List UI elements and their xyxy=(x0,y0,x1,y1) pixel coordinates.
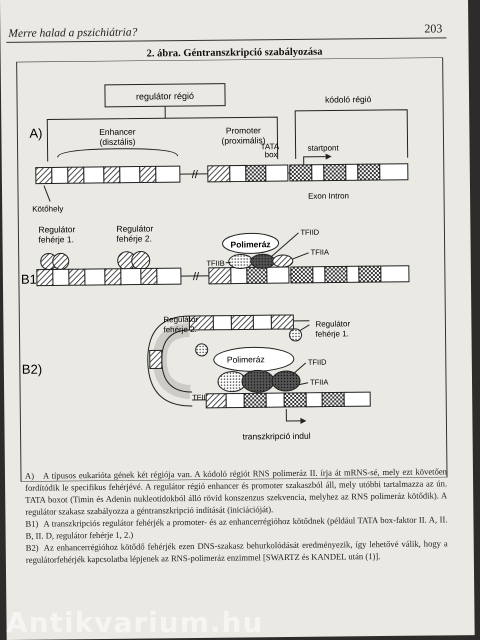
svg-text://: // xyxy=(193,271,200,283)
figure-legend: A)A típusos eukarióta gének két régiója … xyxy=(25,465,448,565)
panel-a-label: A) xyxy=(29,126,42,141)
panel-b1: Regulátor fehérje 1. Regulátor fehérje 2… xyxy=(21,223,410,287)
regulator-region-label: regulátor régió xyxy=(136,91,194,102)
tfiid-b2: TFIID xyxy=(308,358,327,367)
svg-text:(disztális): (disztális) xyxy=(99,137,135,147)
tfiia-b1: TFIIA xyxy=(311,248,329,257)
panel-b2: B2) Regulátor fehérje 2. Regulátor fehér… xyxy=(22,314,371,442)
exon-intron-label: Exon Intron xyxy=(308,191,349,200)
promoter-label: Promoter xyxy=(226,125,261,135)
legend-b2: B2)Az enhancerrégióhoz kötődő fehérjék e… xyxy=(25,538,448,565)
svg-text://: // xyxy=(192,169,199,181)
tfiib-b1: TFIIB xyxy=(206,259,224,268)
polymerase-b1: Polimeráz xyxy=(230,239,270,249)
reg-protein2-b2: Regulátor xyxy=(163,315,198,324)
polymerase-b2: Polimeráz xyxy=(227,354,265,364)
watermark: Antikvarium.hu xyxy=(6,606,264,639)
panel-a: A) regulátor régió kódoló régió Enhancer… xyxy=(29,83,409,214)
page-number: 203 xyxy=(424,21,443,36)
binding-site-label: Kötőhely xyxy=(32,204,63,213)
svg-text:fehérje 1.: fehérje 1. xyxy=(315,329,348,338)
tfiid-b1: TFIID xyxy=(300,228,319,237)
tfiia-b2: TFIIA xyxy=(310,378,328,387)
svg-text:box: box xyxy=(265,150,278,159)
coding-region-label: kódoló régió xyxy=(325,94,372,104)
svg-text:(proximális): (proximális) xyxy=(221,135,265,145)
running-title: Merre halad a pszichiátria? xyxy=(8,26,138,40)
figure-frame xyxy=(16,57,448,482)
svg-text:fehérje 1.: fehérje 1. xyxy=(38,234,74,244)
svg-text:fehérje 2.: fehérje 2. xyxy=(163,325,196,334)
reg-protein1-b1: Regulátor xyxy=(38,224,75,234)
tfiib-b2: TFIIB xyxy=(192,393,210,402)
panel-b1-label: B1) xyxy=(21,272,41,287)
gene-transcription-diagram: A) regulátor régió kódoló régió Enhancer… xyxy=(16,57,448,482)
startpoint-label: startpont xyxy=(308,143,340,152)
svg-text:fehérje 2.: fehérje 2. xyxy=(116,233,152,243)
legend-a: A)A típusos eukarióta gének két régiója … xyxy=(24,466,448,517)
panel-b2-label: B2) xyxy=(22,362,42,377)
enhancer-label: Enhancer xyxy=(99,127,136,137)
reg-protein2-b1: Regulátor xyxy=(116,223,153,233)
reg-protein1-b2: Regulátor xyxy=(315,319,350,328)
tata-label: TATA xyxy=(261,142,280,151)
transcription-start-label: transzkripció indul xyxy=(243,431,311,442)
